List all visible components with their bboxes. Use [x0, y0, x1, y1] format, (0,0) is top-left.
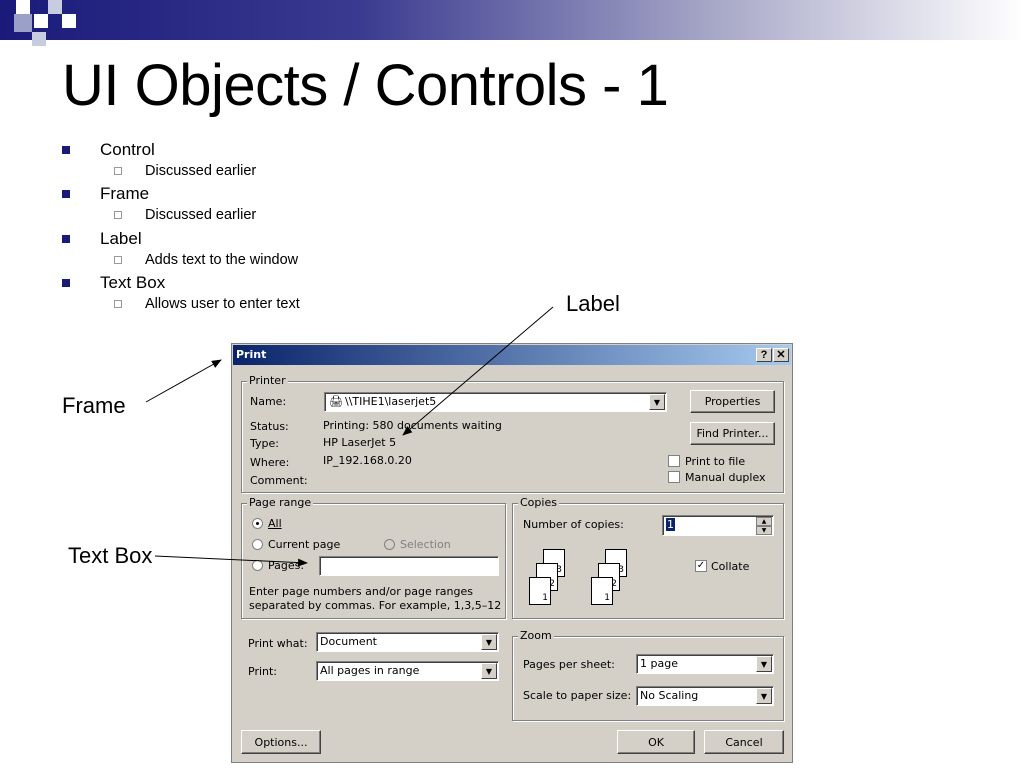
- spin-up-icon[interactable]: ▲: [756, 517, 772, 526]
- callout-frame: Frame: [62, 393, 126, 418]
- radio-all-label: All: [268, 517, 282, 530]
- properties-button[interactable]: Properties: [690, 390, 775, 413]
- sub-bullet-frame: Discussed earlier: [145, 207, 257, 223]
- bullet-marker: [62, 235, 70, 243]
- sub-bullet-marker: [114, 300, 122, 308]
- scale-label: Scale to paper size:: [523, 689, 632, 702]
- sub-bullet-marker: [114, 211, 122, 219]
- pages-per-sheet-value: 1 page: [640, 657, 678, 670]
- pages-per-sheet-label: Pages per sheet:: [523, 658, 615, 671]
- close-button[interactable]: ✕: [773, 348, 789, 362]
- zoom-group: Zoom Pages per sheet: 1 page ▼ Scale to …: [512, 629, 784, 721]
- decor-square: [48, 0, 62, 14]
- bullet-marker: [62, 190, 70, 198]
- decor-square: [16, 0, 30, 14]
- status-value: Printing: 580 documents waiting: [323, 419, 502, 432]
- radio-current-page-label: Current page: [268, 538, 341, 551]
- radio-pages-label: Pages:: [268, 559, 305, 572]
- page-range-hint-1: Enter page numbers and/or page ranges: [249, 585, 473, 598]
- options-button[interactable]: Options...: [241, 730, 321, 754]
- radio-current-page[interactable]: [252, 539, 263, 550]
- copies-value: 1: [666, 518, 675, 531]
- pages-per-sheet-combo[interactable]: 1 page ▼: [636, 654, 774, 674]
- radio-all[interactable]: [252, 518, 263, 529]
- where-label: Where:: [250, 456, 290, 469]
- radio-pages[interactable]: [252, 560, 263, 571]
- where-value: IP_192.168.0.20: [323, 454, 412, 467]
- slide-title: UI Objects / Controls - 1: [62, 53, 669, 118]
- dialog-title: Print: [236, 348, 267, 361]
- print-to-file-checkbox[interactable]: [668, 455, 680, 467]
- collate-page-icon: 1: [529, 577, 551, 605]
- find-printer-button[interactable]: Find Printer...: [690, 422, 775, 445]
- page-range-group-label: Page range: [247, 496, 314, 509]
- manual-duplex-checkbox[interactable]: [668, 471, 680, 483]
- type-value: HP LaserJet 5: [323, 436, 397, 449]
- printer-icon: 🖨: [329, 395, 343, 408]
- sub-bullet-textbox: Allows user to enter text: [145, 296, 300, 312]
- dialog-title-bar: Print ? ✕: [233, 345, 791, 365]
- comment-label: Comment:: [250, 474, 308, 487]
- zoom-group-label: Zoom: [518, 629, 554, 642]
- bullet-control: Control: [100, 140, 155, 159]
- callout-textbox: Text Box: [68, 543, 153, 568]
- page-range-group: Page range All Current page Selection Pa…: [241, 496, 506, 619]
- decor-square: [34, 14, 48, 28]
- spin-down-icon[interactable]: ▼: [756, 526, 772, 535]
- radio-selection-label: Selection: [400, 538, 451, 551]
- print-what-value: Document: [320, 635, 377, 648]
- copies-group: Copies Number of copies: 1 ▲ ▼ 3 2 1 3 2…: [512, 496, 784, 619]
- chevron-down-icon[interactable]: ▼: [756, 656, 772, 672]
- scale-combo[interactable]: No Scaling ▼: [636, 686, 774, 706]
- cancel-button[interactable]: Cancel: [704, 730, 784, 754]
- chevron-down-icon[interactable]: ▼: [481, 663, 497, 679]
- header-gradient-band: [0, 0, 1024, 40]
- ok-button[interactable]: OK: [617, 730, 695, 754]
- help-button[interactable]: ?: [756, 348, 772, 362]
- decor-square: [32, 32, 46, 46]
- printer-group: Printer Name: 🖨 \\TIHE1\laserjet5 ▼ Stat…: [241, 374, 784, 493]
- printer-name-value: \\TIHE1\laserjet5: [345, 395, 437, 408]
- radio-selection[interactable]: [384, 539, 395, 550]
- bullet-textbox: Text Box: [100, 273, 166, 292]
- print-range-combo[interactable]: All pages in range ▼: [316, 661, 499, 681]
- copies-stepper[interactable]: 1 ▲ ▼: [662, 515, 774, 536]
- bullet-label: Label: [100, 229, 142, 248]
- page-range-hint-2: separated by commas. For example, 1,3,5–…: [249, 599, 502, 612]
- collate-checkbox[interactable]: ✓: [695, 560, 707, 572]
- decor-square: [62, 14, 76, 28]
- chevron-down-icon[interactable]: ▼: [649, 394, 665, 410]
- print-label: Print:: [248, 665, 278, 678]
- sub-bullet-marker: [114, 167, 122, 175]
- bullet-frame: Frame: [100, 184, 150, 203]
- copies-group-label: Copies: [518, 496, 559, 509]
- chevron-down-icon[interactable]: ▼: [481, 634, 497, 650]
- print-range-value: All pages in range: [320, 664, 420, 677]
- print-dialog: Print ? ✕ Printer Name: 🖨 \\TIHE1\laserj…: [231, 343, 793, 763]
- manual-duplex-label: Manual duplex: [685, 471, 766, 484]
- status-label: Status:: [250, 420, 289, 433]
- bullet-marker: [62, 279, 70, 287]
- chevron-down-icon[interactable]: ▼: [756, 688, 772, 704]
- type-label: Type:: [250, 437, 279, 450]
- bullet-marker: [62, 146, 70, 154]
- decor-square: [14, 14, 32, 32]
- sub-bullet-marker: [114, 256, 122, 264]
- decor-square: [0, 0, 16, 16]
- callout-label: Label: [566, 291, 620, 316]
- sub-bullet-control: Discussed earlier: [145, 163, 257, 179]
- collate-label: Collate: [711, 560, 750, 573]
- collate-page-icon: 1: [591, 577, 613, 605]
- printer-name-combo[interactable]: 🖨 \\TIHE1\laserjet5 ▼: [324, 392, 667, 412]
- pages-text-box[interactable]: [319, 556, 499, 576]
- print-what-label: Print what:: [248, 637, 308, 650]
- printer-name-label: Name:: [250, 395, 287, 408]
- print-what-combo[interactable]: Document ▼: [316, 632, 499, 652]
- scale-value: No Scaling: [640, 689, 699, 702]
- print-to-file-label: Print to file: [685, 455, 746, 468]
- printer-group-label: Printer: [247, 374, 288, 387]
- sub-bullet-label: Adds text to the window: [145, 252, 299, 268]
- frame-arrow: [145, 359, 222, 403]
- number-of-copies-label: Number of copies:: [523, 518, 624, 531]
